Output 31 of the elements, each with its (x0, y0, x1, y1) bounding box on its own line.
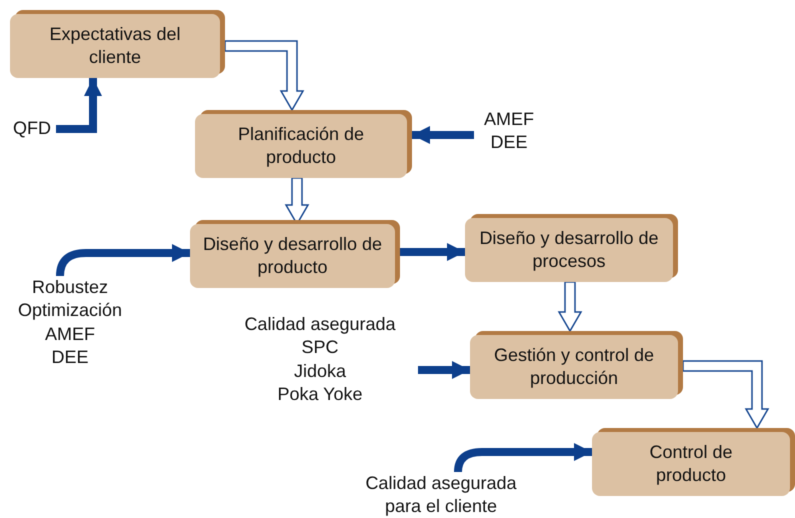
process-box (470, 335, 678, 399)
method-label: DEE (490, 131, 528, 154)
method-label: Calidad asegurada para el cliente (364, 472, 518, 518)
process-box (10, 14, 220, 78)
process-box (465, 218, 673, 282)
arrow (412, 126, 474, 144)
process-box (592, 432, 790, 496)
step-label: Gestión y control de producción (492, 344, 656, 390)
step-label: Planificación de producto (236, 122, 366, 169)
hollow-arrow (682, 360, 770, 430)
method-label: Jidoka (294, 360, 346, 383)
hollow-arrow (224, 40, 304, 112)
method-label: Poka Yoke (277, 383, 363, 406)
arrow (418, 361, 470, 379)
step-label: Diseño y desarrollo de producto (202, 232, 384, 279)
process-box (195, 114, 407, 178)
method-label: QFD (13, 117, 51, 140)
process-box (190, 224, 395, 288)
method-label: Calidad asegurada (244, 313, 396, 336)
arrow (400, 243, 465, 261)
step-label: Expectativas del cliente (48, 22, 182, 69)
hollow-arrow (558, 281, 582, 332)
method-label: SPC (301, 336, 338, 360)
step-label: Control de producto (648, 440, 734, 487)
method-label: Robustez (32, 276, 108, 299)
step-label: Diseño y desarrollo de procesos (478, 226, 660, 273)
arrow (56, 78, 102, 133)
method-label: AMEF (44, 322, 95, 346)
method-label: AMEF (484, 108, 534, 131)
method-label: DEE (51, 346, 88, 370)
method-label: Optimización (18, 299, 122, 322)
